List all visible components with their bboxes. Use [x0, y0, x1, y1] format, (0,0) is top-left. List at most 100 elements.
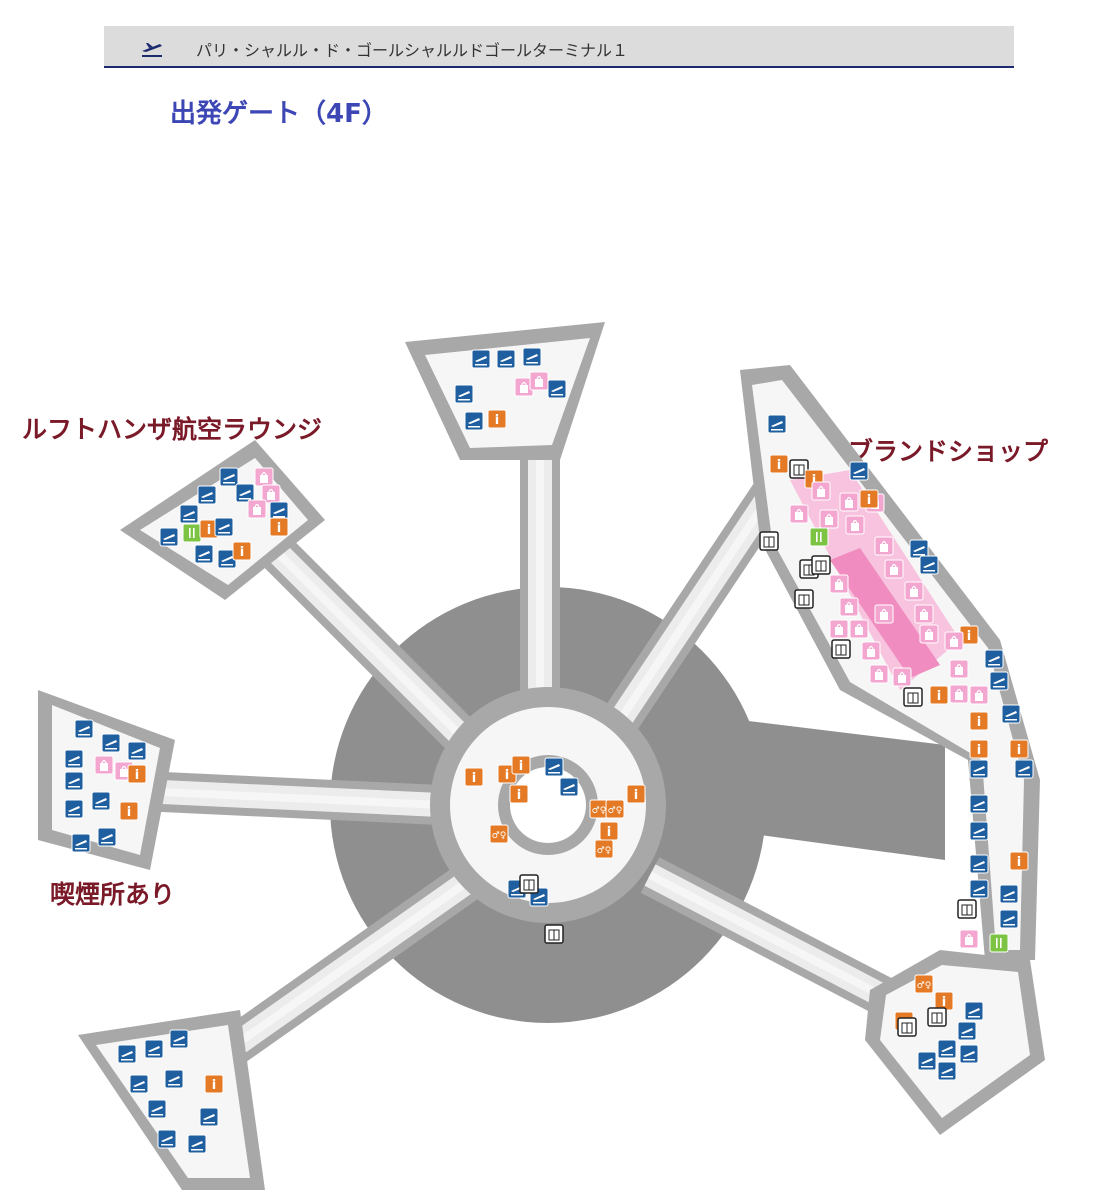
information-icon[interactable]: i [1009, 739, 1029, 759]
information-icon[interactable]: i [969, 711, 989, 731]
departure-gate-icon[interactable] [919, 555, 939, 575]
departure-gate-icon[interactable] [157, 1129, 177, 1149]
departure-gate-icon[interactable] [187, 1134, 207, 1154]
elevator-icon[interactable] [519, 874, 539, 894]
departure-gate-icon[interactable] [129, 1074, 149, 1094]
departure-gate-icon[interactable] [909, 539, 929, 559]
departure-gate-icon[interactable] [217, 549, 237, 569]
shopping-bag-icon[interactable] [949, 684, 969, 704]
departure-gate-icon[interactable] [937, 1061, 957, 1081]
departure-gate-icon[interactable] [194, 544, 214, 564]
departure-gate-icon[interactable] [159, 527, 179, 547]
information-icon[interactable]: i [204, 1074, 224, 1094]
departure-gate-icon[interactable] [544, 757, 564, 777]
departure-gate-icon[interactable] [917, 1051, 937, 1071]
departure-gate-icon[interactable] [969, 794, 989, 814]
departure-gate-icon[interactable] [969, 879, 989, 899]
shopping-bag-icon[interactable] [874, 604, 894, 624]
information-icon[interactable]: i [487, 409, 507, 429]
shopping-bag-icon[interactable] [892, 667, 912, 687]
departure-gate-icon[interactable] [969, 854, 989, 874]
departure-gate-icon[interactable] [71, 833, 91, 853]
elevator-icon[interactable] [544, 924, 564, 944]
shopping-bag-icon[interactable] [874, 536, 894, 556]
elevator-icon[interactable] [957, 899, 977, 919]
shopping-bag-icon[interactable] [904, 581, 924, 601]
departure-gate-icon[interactable] [559, 777, 579, 797]
restaurant-icon[interactable] [989, 933, 1009, 953]
departure-gate-icon[interactable] [969, 821, 989, 841]
departure-gate-icon[interactable] [91, 791, 111, 811]
restroom-icon[interactable]: ♂♀ [914, 974, 934, 994]
departure-gate-icon[interactable] [1014, 759, 1034, 779]
departure-gate-icon[interactable] [74, 719, 94, 739]
shopping-bag-icon[interactable] [819, 509, 839, 529]
restroom-icon[interactable]: ♂♀ [589, 799, 609, 819]
shopping-bag-icon[interactable] [789, 504, 809, 524]
shopping-bag-icon[interactable] [861, 641, 881, 661]
shopping-bag-icon[interactable] [869, 664, 889, 684]
information-icon[interactable]: i [119, 801, 139, 821]
departure-gate-icon[interactable] [214, 517, 234, 537]
shopping-bag-icon[interactable] [884, 559, 904, 579]
shopping-bag-icon[interactable] [969, 685, 989, 705]
restroom-icon[interactable]: ♂♀ [489, 824, 509, 844]
shopping-bag-icon[interactable] [845, 515, 865, 535]
information-icon[interactable]: i [269, 517, 289, 537]
shopping-bag-icon[interactable] [914, 604, 934, 624]
departure-gate-icon[interactable] [199, 1107, 219, 1127]
departure-gate-icon[interactable] [164, 1069, 184, 1089]
information-icon[interactable]: i [511, 755, 531, 775]
shopping-bag-icon[interactable] [959, 929, 979, 949]
shopping-bag-icon[interactable] [949, 659, 969, 679]
information-icon[interactable]: i [599, 821, 619, 841]
shopping-bag-icon[interactable] [811, 481, 831, 501]
departure-gate-icon[interactable] [767, 414, 787, 434]
information-icon[interactable]: i [232, 541, 252, 561]
elevator-icon[interactable] [789, 459, 809, 479]
departure-gate-icon[interactable] [547, 379, 567, 399]
shopping-bag-icon[interactable] [247, 499, 267, 519]
departure-gate-icon[interactable] [454, 384, 474, 404]
shopping-bag-icon[interactable] [944, 631, 964, 651]
departure-gate-icon[interactable] [496, 349, 516, 369]
departure-gate-icon[interactable] [464, 411, 484, 431]
departure-gate-icon[interactable] [989, 671, 1009, 691]
departure-gate-icon[interactable] [64, 749, 84, 769]
restaurant-icon[interactable] [809, 527, 829, 547]
departure-gate-icon[interactable] [64, 799, 84, 819]
departure-gate-icon[interactable] [179, 504, 199, 524]
departure-gate-icon[interactable] [117, 1044, 137, 1064]
elevator-icon[interactable] [759, 531, 779, 551]
shopping-bag-icon[interactable] [839, 492, 859, 512]
shopping-bag-icon[interactable] [829, 619, 849, 639]
information-icon[interactable]: i [859, 489, 879, 509]
departure-gate-icon[interactable] [522, 347, 542, 367]
information-icon[interactable]: i [769, 454, 789, 474]
shopping-bag-icon[interactable] [94, 755, 114, 775]
departure-gate-icon[interactable] [197, 485, 217, 505]
shopping-bag-icon[interactable] [261, 484, 281, 504]
elevator-icon[interactable] [811, 555, 831, 575]
departure-gate-icon[interactable] [471, 349, 491, 369]
departure-gate-icon[interactable] [964, 1001, 984, 1021]
departure-gate-icon[interactable] [169, 1029, 189, 1049]
information-icon[interactable]: i [127, 764, 147, 784]
shopping-bag-icon[interactable] [839, 597, 859, 617]
information-icon[interactable]: i [509, 784, 529, 804]
elevator-icon[interactable] [903, 687, 923, 707]
departure-gate-icon[interactable] [999, 884, 1019, 904]
departure-gate-icon[interactable] [984, 649, 1004, 669]
departure-gate-icon[interactable] [235, 483, 255, 503]
departure-gate-icon[interactable] [147, 1099, 167, 1119]
elevator-icon[interactable] [794, 589, 814, 609]
departure-gate-icon[interactable] [849, 461, 869, 481]
departure-gate-icon[interactable] [144, 1039, 164, 1059]
shopping-bag-icon[interactable] [254, 467, 274, 487]
elevator-icon[interactable] [927, 1007, 947, 1027]
restaurant-icon[interactable] [182, 523, 202, 543]
departure-gate-icon[interactable] [269, 501, 289, 521]
departure-gate-icon[interactable] [1001, 704, 1021, 724]
information-icon[interactable]: i [464, 767, 484, 787]
departure-gate-icon[interactable] [64, 771, 84, 791]
